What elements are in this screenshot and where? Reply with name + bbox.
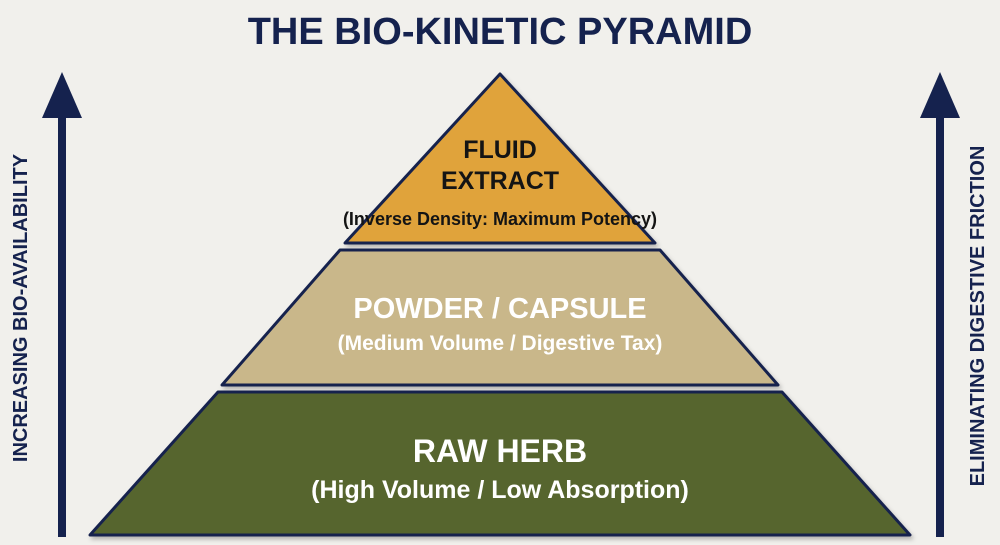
right-up-arrow [920,72,960,537]
right-axis-label: ELIMINATING DIGESTIVE FRICTION [967,146,989,487]
pyramid-tier-middle: POWDER / CAPSULE (Medium Volume / Digest… [220,248,780,387]
pyramid-tier-bottom: RAW HERB (High Volume / Low Absorption) [88,390,912,537]
tier-top-subtitle: (Inverse Density: Maximum Potency) [343,209,657,229]
diagram-title: THE BIO-KINETIC PYRAMID [248,11,753,53]
tier-top-title-line-1: FLUID [463,136,537,164]
left-axis-label: INCREASING BIO-AVAILABILITY [10,153,32,462]
tier-middle-subtitle: (Medium Volume / Digestive Tax) [338,332,663,355]
tier-bottom-subtitle: (High Volume / Low Absorption) [311,476,689,504]
pyramid-tier-top: FLUID EXTRACT (Inverse Density: Maximum … [343,72,657,245]
left-up-arrow [42,72,82,537]
tier-top-title-line-2: EXTRACT [441,167,559,195]
tier-middle-title: POWDER / CAPSULE [353,293,646,325]
tier-bottom-title: RAW HERB [413,433,587,469]
